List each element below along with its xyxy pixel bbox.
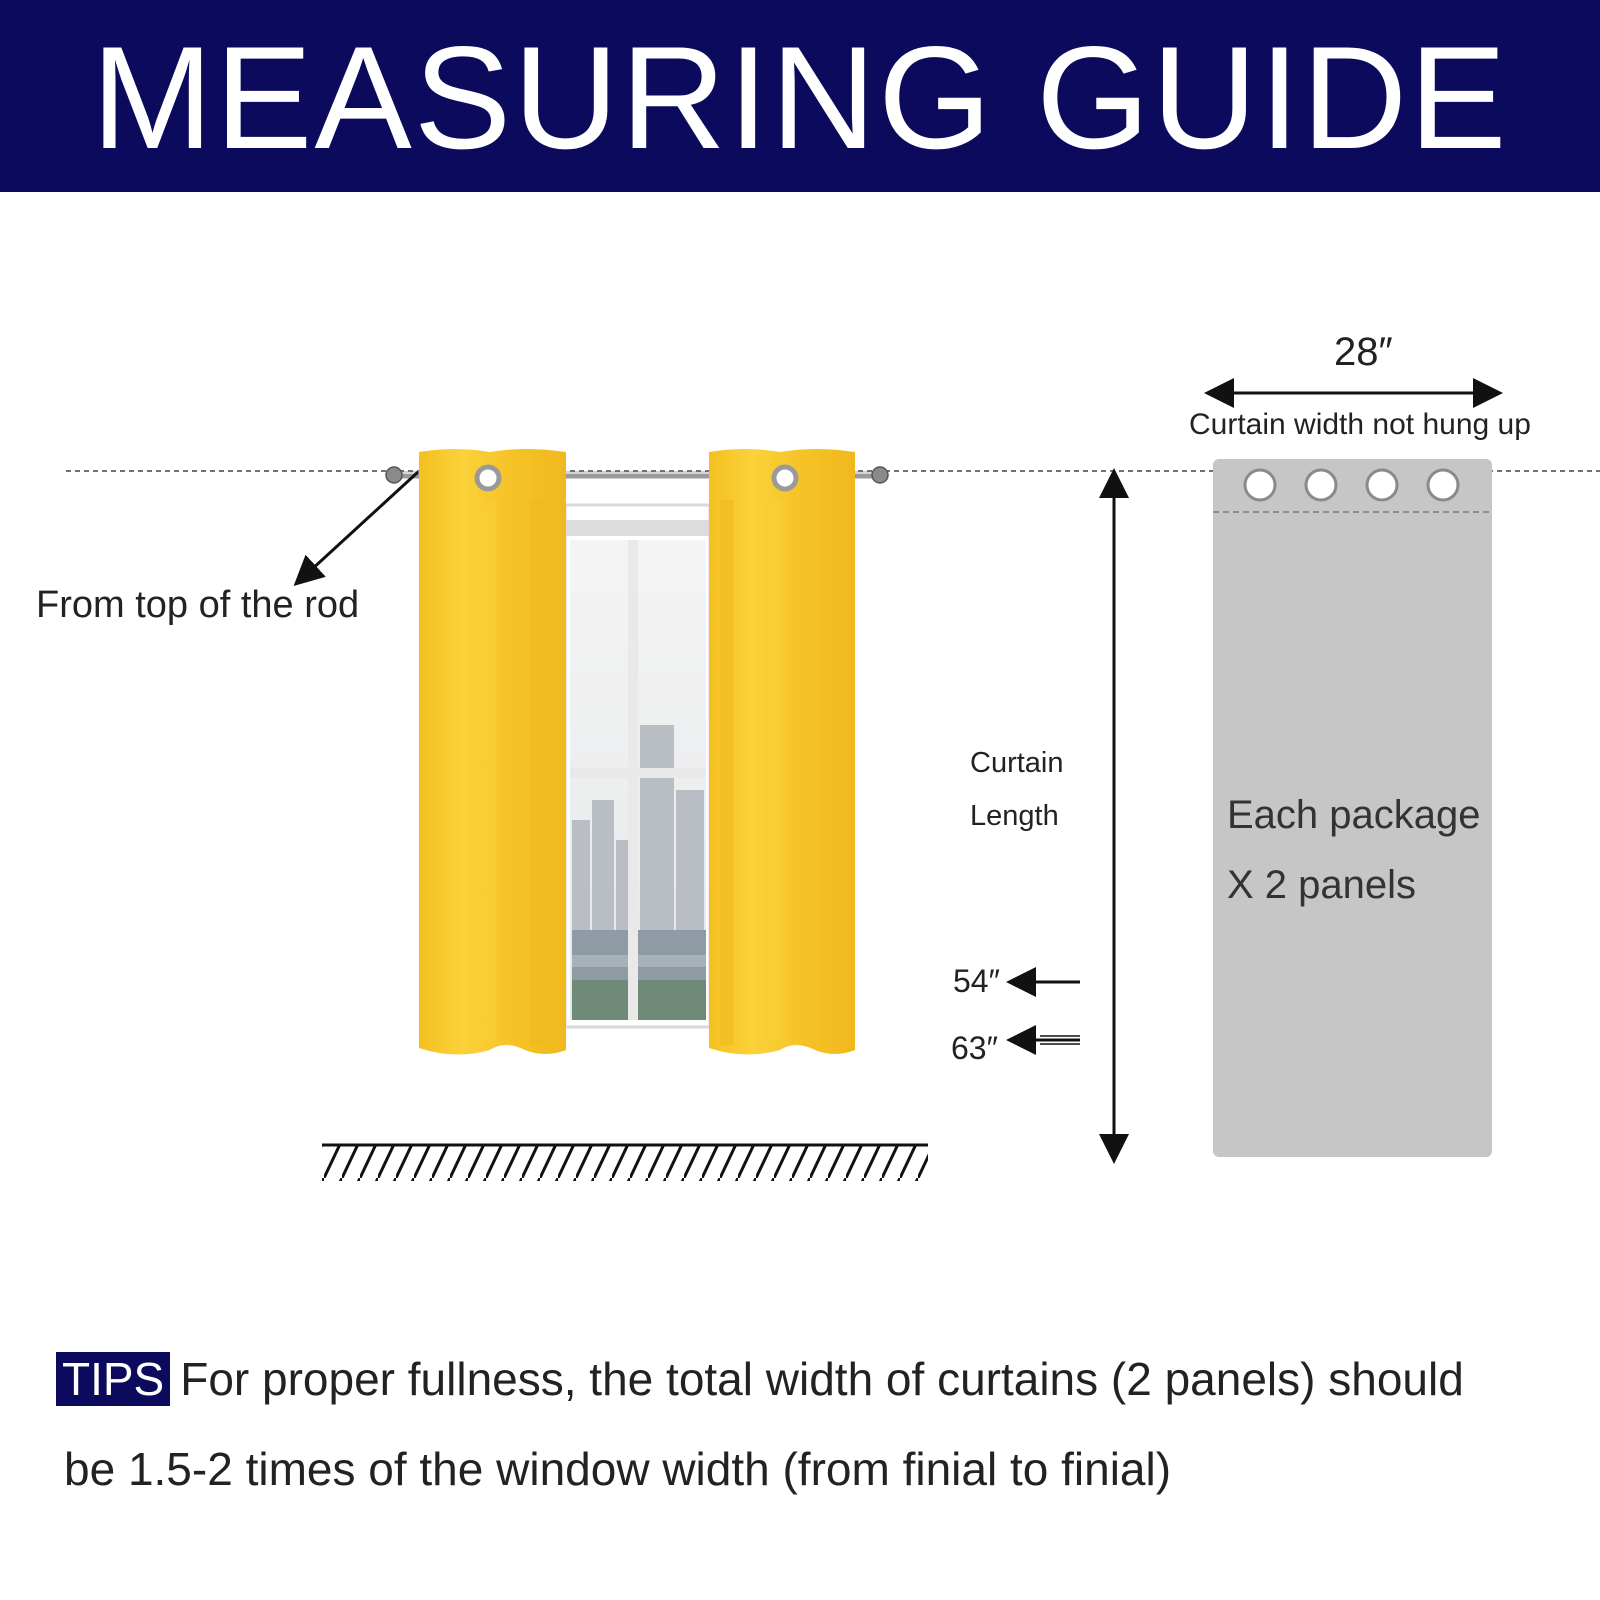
rod-top-label: From top of the rod: [36, 584, 360, 626]
floor-hatch: [322, 1143, 928, 1181]
grommet-3: [1365, 468, 1399, 502]
curtain-width-note: Curtain width not hung up: [1189, 408, 1531, 441]
package-label-line2: X 2 panels: [1227, 863, 1417, 907]
curtain-length-label-line1: Curtain: [970, 747, 1064, 779]
tips-line-1: TIPS For proper fullness, the total widt…: [56, 1352, 1464, 1406]
curtain-width-value: 28″: [1334, 330, 1393, 374]
tips-text-line1: For proper fullness, the total width of …: [180, 1353, 1464, 1405]
length-54-label: 54″: [953, 963, 1000, 999]
package-label-line1: Each package: [1227, 793, 1481, 837]
length-63-label: 63″: [951, 1030, 998, 1066]
right-curtain-panel: [709, 449, 855, 1055]
curtain-length-label-line2: Length: [970, 800, 1059, 832]
tips-text-line2: be 1.5-2 times of the window width (from…: [64, 1443, 1172, 1495]
rod-top-pointer-arrow: [293, 470, 420, 587]
grommet-4: [1426, 468, 1460, 502]
header-banner: MEASURING GUIDE: [0, 0, 1600, 192]
page-title: MEASURING GUIDE: [91, 16, 1509, 179]
tips-badge: TIPS: [56, 1352, 171, 1406]
grommet-1: [1243, 468, 1277, 502]
window-illustration: [563, 503, 712, 1029]
flat-panel-illustration: [1213, 459, 1492, 1157]
grommet-2: [1304, 468, 1338, 502]
left-curtain-panel: [419, 449, 566, 1055]
length-63-arrow: [1006, 1025, 1080, 1055]
